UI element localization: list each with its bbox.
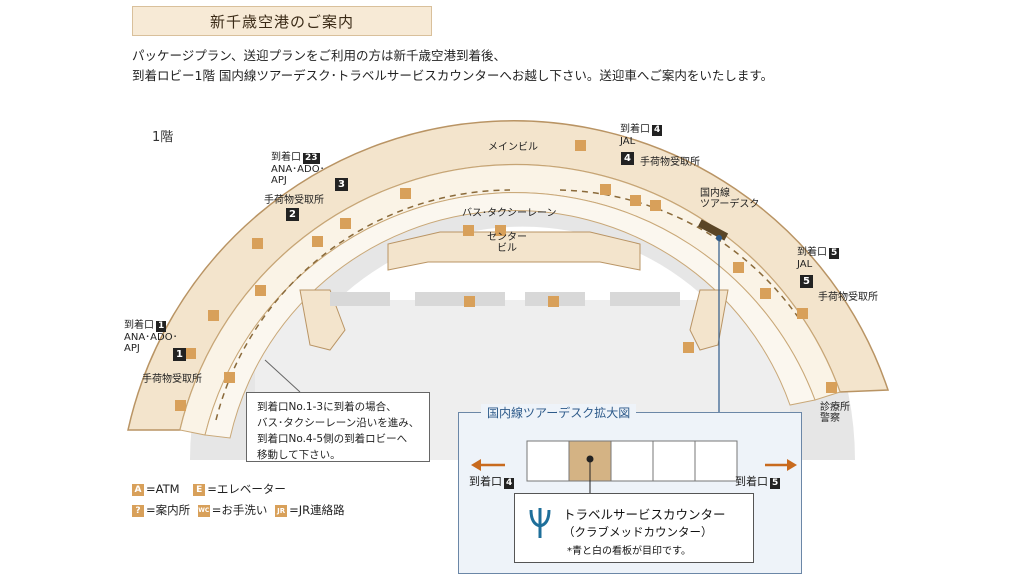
arrival-2-badge: 2	[286, 208, 299, 221]
note-leader	[264, 359, 301, 393]
gray-block	[610, 292, 680, 306]
elevator-icon: E	[193, 483, 206, 496]
arrival-4-airline: JAL	[620, 136, 636, 147]
map-legend: A=ATM E=エレベーター ?=案内所 WC=お手洗い JR=JR連絡路	[132, 479, 355, 521]
center-building-line-1: センター	[487, 232, 527, 243]
arrival-1-baggage: 手荷物受取所	[142, 374, 202, 385]
center-building	[387, 231, 641, 271]
arrival-2-baggage: 手荷物受取所	[264, 195, 324, 206]
tour-desk-label: 国内線 ツアーデスク	[700, 188, 759, 210]
intro-line-1: パッケージプラン、送迎プランをご利用の方は新千歳空港到着後、	[132, 48, 507, 63]
floor-label: 1階	[152, 130, 174, 145]
center-building-line-2: ビル	[497, 243, 517, 254]
arrival-1-badge: 1	[173, 348, 186, 361]
note-line-4: 移動して下さい。	[257, 449, 341, 461]
trident-logo-icon	[529, 508, 551, 538]
intro-text: パッケージプラン、送迎プランをご利用の方は新千歳空港到着後、 到着ロビー1階 国…	[132, 46, 773, 86]
arrival-5-gate: 到着口	[797, 247, 827, 258]
arrival-23-airline-2: APJ	[271, 175, 287, 186]
counter-sub: （クラブメッドカウンター）	[563, 525, 713, 539]
travel-service-counter: トラベルサービスカウンター （クラブメッドカウンター） *青と白の看板が目印です…	[514, 493, 754, 563]
tour-desk-dot	[716, 235, 722, 241]
arrival-23-gate: 到着口	[271, 152, 301, 163]
arrival-1-num: 1	[156, 321, 167, 332]
bus-taxi-lane-band	[204, 192, 816, 439]
legend-elevator: =エレベーター	[207, 482, 286, 496]
gray-block	[415, 292, 505, 306]
arrival-1-gate: 到着口	[124, 320, 154, 331]
arrival-4-num: 4	[652, 125, 663, 136]
legend-atm: =ATM	[146, 482, 180, 496]
gray-block	[330, 292, 390, 306]
legend-jr: =JR連絡路	[289, 503, 345, 517]
tour-desk-line-1: 国内線	[700, 188, 730, 199]
clinic-text: 診療所	[820, 402, 850, 413]
arrival-3-badge: 3	[335, 178, 348, 191]
info-icon: ?	[132, 504, 144, 517]
atm-icon: A	[132, 483, 144, 496]
arrival-1-airline-2: APJ	[124, 343, 140, 354]
facility-icons	[175, 140, 837, 411]
police-text: 警察	[820, 413, 840, 424]
route-arrow-left	[215, 189, 511, 421]
jr-icon: JR	[275, 504, 288, 517]
arrow-left-icon	[471, 459, 505, 471]
note-line-1: 到着口No.1-3に到着の場合、	[257, 401, 397, 413]
intro-line-2: 到着ロビー1階 国内線ツアーデスク･トラベルサービスカウンターへお越し下さい。送…	[132, 68, 774, 83]
page-title: 新千歳空港のご案内	[132, 6, 432, 36]
desk-row-diagram	[471, 440, 797, 493]
main-building-label: メインビル	[488, 142, 538, 153]
bus-taxi-lane-label: バス･タクシーレーン	[462, 208, 557, 219]
counter-name: トラベルサービスカウンター	[563, 507, 726, 522]
arrival-4-gate: 到着口	[620, 124, 650, 135]
detail-title: 国内線ツアーデスク拡大図	[481, 404, 637, 421]
route-arrow-right	[559, 189, 801, 321]
counter-note: *青と白の看板が目印です。	[567, 546, 691, 557]
tour-desk-marker	[697, 219, 729, 241]
center-building-label: センター ビル	[487, 232, 527, 254]
tour-desk-line-2: ツアーデスク	[700, 199, 760, 210]
arrival-23-num: 23	[303, 153, 320, 164]
arrival-4-badge: 4	[621, 152, 634, 165]
arrow-right-icon	[765, 459, 797, 471]
note-line-2: バス･タクシーレーン沿いを進み、	[257, 417, 420, 429]
wc-icon: WC	[197, 504, 210, 517]
legend-info: =案内所	[146, 503, 191, 517]
arrival-23-airline: ANA･ADO･	[271, 164, 325, 175]
transfer-note: 到着口No.1-3に到着の場合、 バス･タクシーレーン沿いを進み、 到着口No.…	[246, 392, 430, 462]
arrival-5-airline: JAL	[797, 259, 813, 270]
note-line-3: 到着口No.4-5側の到着ロビーへ	[257, 433, 408, 445]
arrival-4-baggage: 手荷物受取所	[640, 157, 700, 168]
arrival-5-baggage: 手荷物受取所	[818, 292, 878, 303]
arrival-1-airline: ANA･ADO･	[124, 332, 178, 343]
arrival-5-num: 5	[829, 248, 840, 259]
arrival-5-badge: 5	[800, 275, 813, 288]
legend-wc: =お手洗い	[211, 503, 268, 517]
clinic-label: 診療所 警察	[820, 402, 850, 424]
